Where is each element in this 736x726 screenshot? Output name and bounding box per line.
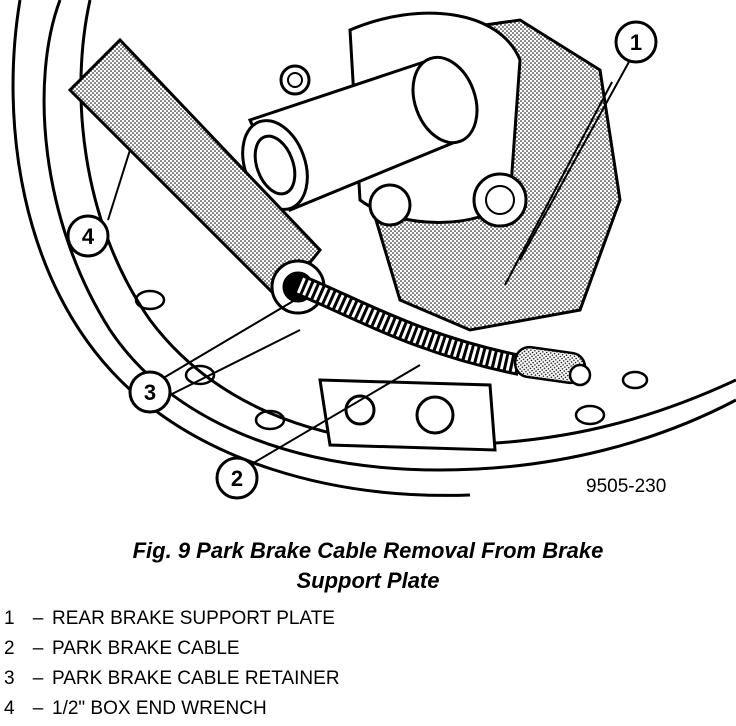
axle-shaft [241, 55, 479, 212]
legend-label: PARK BRAKE CABLE RETAINER [52, 668, 340, 689]
legend-label: 1/2" BOX END WRENCH [52, 698, 267, 719]
svg-text:2: 2 [231, 466, 243, 491]
legend-dash: – [32, 608, 44, 629]
legend-label: REAR BRAKE SUPPORT PLATE [52, 608, 335, 629]
leader-lines [107, 59, 631, 466]
legend-number: 3 [4, 668, 15, 689]
callout-1: 1 [614, 20, 658, 64]
figure-code: 9505-230 [586, 476, 667, 497]
legend-number: 4 [4, 698, 15, 719]
svg-text:4: 4 [82, 224, 95, 249]
park-brake-cable [295, 274, 592, 387]
legend-label: PARK BRAKE CABLE [52, 638, 240, 659]
legend-item: 3–PARK BRAKE CABLE RETAINER [4, 664, 340, 694]
callout-2: 2 [215, 456, 259, 500]
legend-dash: – [32, 668, 44, 689]
legend-item: 4–1/2" BOX END WRENCH [4, 694, 340, 724]
figure-caption-line-2: Support Plate [296, 568, 440, 593]
legend-item: 2–PARK BRAKE CABLE [4, 634, 340, 664]
callout-4: 4 [66, 214, 110, 258]
legend-dash: – [32, 698, 44, 719]
brake-support-plate-illustration: 1 4 3 2 [11, 0, 736, 500]
backing-plate [11, 0, 736, 497]
figure-caption-line-1: Fig. 9 Park Brake Cable Removal From Bra… [132, 538, 604, 563]
legend-item: 1–REAR BRAKE SUPPORT PLATE [4, 604, 340, 634]
svg-text:1: 1 [630, 30, 642, 55]
plate-holes [134, 289, 649, 431]
svg-text:3: 3 [144, 380, 156, 405]
legend-number: 2 [4, 638, 15, 659]
legend-number: 1 [4, 608, 15, 629]
legend-list: 1–REAR BRAKE SUPPORT PLATE 2–PARK BRAKE … [4, 604, 340, 724]
cable-bracket [318, 378, 497, 452]
legend-dash: – [32, 638, 44, 659]
callout-3: 3 [128, 370, 172, 414]
